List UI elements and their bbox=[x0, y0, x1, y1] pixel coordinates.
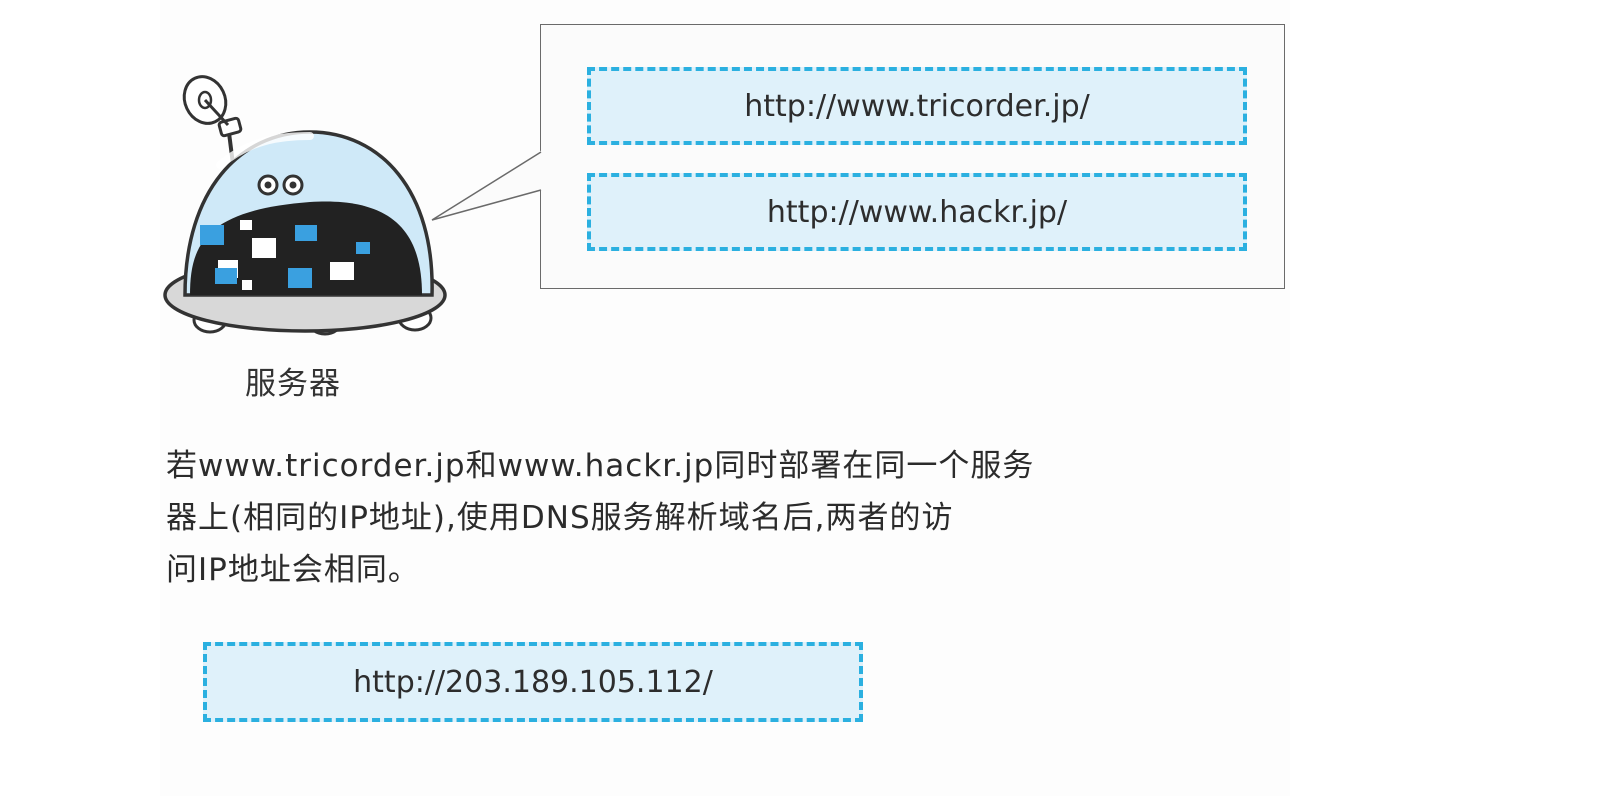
description-line: 问IP地址会相同。 bbox=[166, 552, 420, 588]
speech-bubble-tail bbox=[431, 150, 542, 221]
url-text: http://www.tricorder.jp/ bbox=[744, 88, 1090, 124]
url-text: http://www.hackr.jp/ bbox=[766, 194, 1068, 230]
server-label: 服务器 bbox=[245, 366, 341, 402]
description-text: 若www.tricorder.jp和www.hackr.jp同时部署在同一个服务… bbox=[166, 440, 1206, 596]
url-box-hackr: http://www.hackr.jp/ bbox=[587, 173, 1247, 251]
url-box-tricorder: http://www.tricorder.jp/ bbox=[587, 67, 1247, 145]
description-line: 若www.tricorder.jp和www.hackr.jp同时部署在同一个服务 bbox=[166, 448, 1035, 484]
ip-url-text: http://203.189.105.112/ bbox=[353, 664, 713, 700]
description-line: 器上(相同的IP地址),使用DNS服务解析域名后,两者的访 bbox=[166, 500, 954, 536]
server-robot-icon bbox=[163, 75, 447, 336]
url-box-ip-address: http://203.189.105.112/ bbox=[203, 642, 863, 722]
